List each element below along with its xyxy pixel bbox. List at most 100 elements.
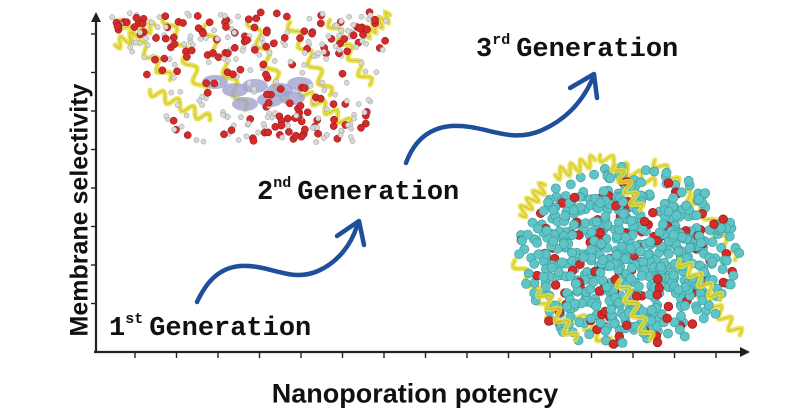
carbon-atom (588, 276, 599, 287)
carbon-atom (668, 229, 679, 240)
carbon-atom (681, 200, 692, 211)
hydrogen-atom (184, 10, 191, 17)
carbon-atom (668, 270, 679, 281)
carbon-atom (606, 304, 616, 315)
carbon-atom (673, 284, 684, 295)
hydrogen-atom (183, 112, 190, 119)
hydrogen-atom (205, 59, 212, 65)
progress-arrow-2-to-3 (403, 71, 600, 166)
carbon-atom (538, 271, 549, 282)
oxygen-atom (314, 129, 322, 138)
hydrogen-atom (315, 115, 322, 122)
hydrogen-atom (260, 121, 267, 127)
hydrogen-atom (133, 39, 139, 46)
hydrogen-atom (235, 137, 242, 143)
oxygen-atom (687, 319, 698, 329)
y-axis-label: Membrane selectivity (65, 83, 94, 337)
oxygen-atom (151, 55, 159, 64)
oxygen-atom (210, 79, 219, 88)
hydrogen-atom (345, 27, 351, 34)
oxygen-atom (595, 227, 605, 238)
hydrogen-atom (224, 34, 231, 40)
carbon-atom (680, 300, 690, 311)
hydrogen-atom (307, 82, 314, 89)
oxygen-atom (357, 123, 365, 132)
oxygen-atom (631, 291, 642, 301)
carbon-atom (597, 255, 608, 265)
hydrogen-atom (338, 127, 344, 134)
carbon-atom (677, 231, 688, 242)
carbon-atom (674, 324, 685, 335)
oxygen-atom (249, 136, 258, 145)
hydrogen-atom (141, 54, 148, 61)
carbon-atom (550, 183, 561, 194)
hydrogen-atom (362, 68, 369, 75)
hydrogen-atom (319, 11, 326, 17)
carbon-atom (541, 282, 551, 292)
oxygen-atom (349, 31, 358, 40)
carbon-atom (707, 257, 718, 267)
carbon-atom (589, 169, 599, 180)
carbon-atom (671, 210, 682, 221)
hydrogen-atom (264, 114, 271, 120)
carbon-atom (514, 249, 524, 259)
oxygen-atom (296, 34, 304, 42)
oxygen-atom (269, 39, 278, 48)
hydrogen-atom (177, 88, 184, 95)
carbon-atom (692, 304, 702, 315)
oxygen-atom (340, 35, 349, 43)
carbon-atom (571, 278, 581, 289)
carbon-atom (605, 173, 616, 183)
oxygen-atom (262, 70, 270, 79)
carbon-atom (668, 192, 679, 203)
carbon-atom (637, 224, 648, 235)
carbon-atom (638, 257, 649, 267)
oxygen-atom (250, 23, 259, 32)
hydrogen-atom (174, 102, 181, 108)
oxygen-atom (259, 60, 268, 69)
oxygen-atom (652, 337, 663, 348)
carbon-atom (676, 187, 687, 198)
hydrogen-atom (258, 35, 265, 42)
carbon-atom (598, 186, 609, 196)
oxygen-atom (203, 88, 212, 97)
carbon-atom (618, 208, 629, 219)
hydrogen-atom (137, 29, 143, 36)
hydrogen-atom (306, 15, 313, 22)
hydrogen-atom (315, 50, 321, 56)
hydrogen-atom (321, 49, 327, 55)
carbon-atom (636, 270, 647, 281)
oxygen-atom (264, 99, 273, 107)
generation-2-number: 2 (257, 178, 274, 208)
helix-edge (554, 155, 596, 180)
hydrogen-atom (287, 58, 294, 65)
hydrogen-atom (200, 138, 207, 145)
oxygen-atom (138, 19, 147, 28)
carbon-atom (532, 223, 543, 234)
carbon-atom (596, 238, 607, 249)
hydrogen-atom (344, 98, 350, 104)
carbon-atom (538, 205, 549, 216)
carbon-atom (684, 242, 695, 253)
oxygen-atom (230, 43, 239, 52)
carbon-atom (655, 261, 666, 272)
oxygen-atom (621, 320, 632, 330)
oxygen-atom (300, 84, 309, 92)
oxygen-atom (300, 27, 309, 36)
helix-edge (677, 259, 723, 301)
hydrogen-atom (323, 106, 330, 113)
hydrogen-atom (170, 74, 177, 81)
carbon-atom (532, 237, 542, 248)
hydrogen-atom (224, 114, 231, 120)
oxygen-atom (292, 131, 300, 140)
carbon-atom (693, 194, 704, 205)
generation-3-number: 3 (476, 35, 493, 65)
oxygen-atom (187, 46, 196, 55)
hydrogen-atom (336, 47, 343, 53)
carbon-atom (569, 298, 580, 309)
carbon-atom (696, 238, 706, 248)
carbon-atom (553, 267, 564, 277)
hydrogen-atom (126, 10, 133, 17)
